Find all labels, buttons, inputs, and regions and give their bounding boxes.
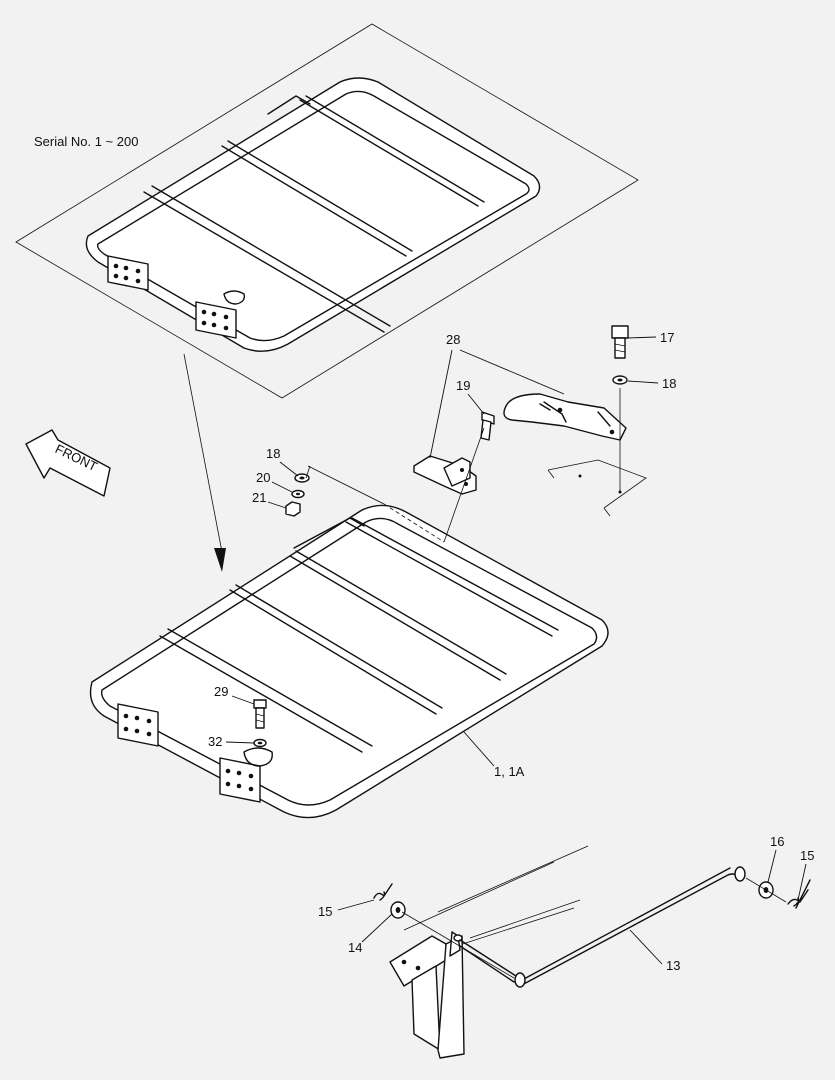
- callout-17: 17: [627, 330, 674, 345]
- callout-14: 14: [348, 913, 393, 955]
- cotter-pin-15-left: [373, 883, 393, 901]
- washer-18-upper: [612, 375, 628, 385]
- serial-note: Serial No. 1 ~ 200: [34, 134, 138, 149]
- main-hood-cover: [89, 504, 609, 819]
- callout-15-right: 15: [797, 848, 814, 901]
- callout-18-upper-label: 18: [662, 376, 676, 391]
- nut-21: [285, 501, 301, 517]
- callout-20-label: 20: [256, 470, 270, 485]
- callout-32-label: 32: [208, 734, 222, 749]
- callout-18-lower: 18: [266, 446, 299, 477]
- bolt-17: [611, 325, 629, 359]
- bolt-29: [253, 699, 267, 729]
- support-rod-13: [459, 866, 746, 988]
- callout-28: 28: [429, 332, 565, 459]
- inset-hood-cover: [85, 77, 541, 352]
- front-direction-arrow: FRONT: [25, 429, 111, 497]
- serial-inset-panel: Serial No. 1 ~ 200: [15, 23, 639, 399]
- callout-29: 29: [214, 684, 255, 705]
- alignment-lines: [305, 427, 485, 543]
- washer-14: [390, 901, 406, 919]
- callout-16-label: 16: [770, 834, 784, 849]
- callout-17-label: 17: [660, 330, 674, 345]
- callout-18-upper: 18: [627, 376, 676, 391]
- callout-19: 19: [456, 378, 485, 415]
- lock-washer-20: [291, 489, 305, 499]
- inset-pointer-arrow: [183, 353, 226, 572]
- support-frame: [389, 845, 589, 1059]
- callout-21-label: 21: [252, 490, 266, 505]
- callout-15-left-label: 15: [318, 904, 332, 919]
- washer-18-lower: [294, 473, 310, 483]
- callout-20: 20: [256, 470, 293, 493]
- callout-15-left: 15: [318, 899, 375, 919]
- callout-15-right-label: 15: [800, 848, 814, 863]
- callout-18-lower-label: 18: [266, 446, 280, 461]
- latch-bracket-lower: [413, 455, 477, 495]
- latch-catch-upper: [503, 393, 627, 441]
- rod-axis-line: [401, 877, 787, 979]
- callout-32: 32: [208, 734, 255, 749]
- callout-28-label: 28: [446, 332, 460, 347]
- callout-19-label: 19: [456, 378, 470, 393]
- callout-16: 16: [767, 834, 784, 883]
- callout-29-label: 29: [214, 684, 228, 699]
- callout-13: 13: [629, 929, 680, 973]
- mounting-surface: [547, 388, 647, 517]
- bolt-19: [480, 411, 495, 441]
- washer-32: [253, 738, 267, 748]
- callout-1-1a-label: 1, 1A: [494, 764, 525, 779]
- callout-13-label: 13: [666, 958, 680, 973]
- callout-21: 21: [252, 490, 287, 509]
- callout-14-label: 14: [348, 940, 362, 955]
- callout-1-1a: 1, 1A: [463, 731, 525, 779]
